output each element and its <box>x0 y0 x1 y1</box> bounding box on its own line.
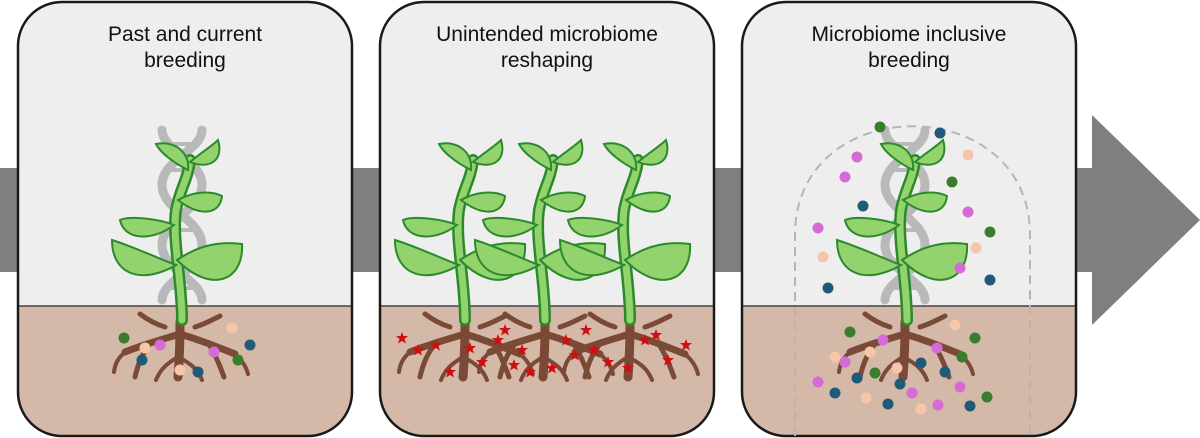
panel-past-breeding <box>16 0 354 438</box>
panel-inclusive-breeding <box>740 0 1078 438</box>
protective-dome <box>794 125 1031 436</box>
microbe-icon <box>812 121 996 415</box>
panel-unintended-reshaping <box>378 0 716 438</box>
microbe-icon <box>118 322 256 378</box>
